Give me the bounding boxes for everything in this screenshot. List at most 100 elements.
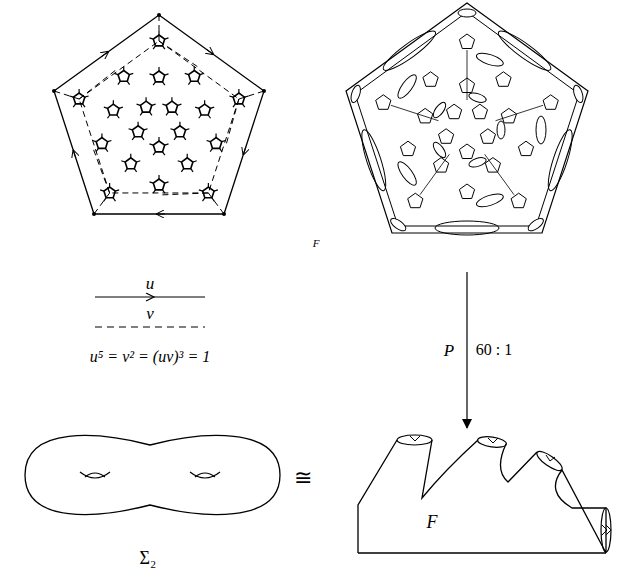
cluster-spike [199,190,203,191]
cluster-spike [212,198,214,201]
cluster [125,158,136,169]
cluster-spike [188,81,190,84]
corner-lens [526,216,545,233]
cluster-spike [208,183,209,187]
cluster-spike [145,97,146,101]
cluster-spike [165,38,169,39]
u-edge [95,296,205,297]
v-edge [226,99,239,147]
v-edge [79,99,110,193]
corner-lens [349,84,362,104]
v-edge [95,326,205,327]
cluster [233,93,244,104]
cluster-spike [153,46,155,49]
lens-band [435,221,499,235]
cluster-spike [158,137,159,141]
boundary-circle [601,508,611,552]
v-edge [159,15,160,41]
map-label: P [442,341,456,360]
v-edge [208,193,224,214]
cluster-spike [129,129,133,130]
cluster-spike [150,112,152,115]
cluster-spike [104,198,106,201]
cluster-spike [73,104,75,107]
cluster [96,138,107,149]
corner-lens [458,9,476,17]
cluster [153,179,164,190]
domain-label: F [425,512,440,532]
lens-band [468,91,488,104]
cluster-spike [153,82,155,85]
cluster-spike [181,169,183,172]
cluster-spike [214,190,218,191]
pentagon-piece [459,184,474,199]
group-relation: u⁵ = v² = (uv)³ = 1 [88,348,212,366]
cluster-spike [238,89,239,93]
cluster-spike [210,148,212,151]
pentagon-piece [496,72,511,87]
cluster-spike [83,104,85,107]
cluster-spike [158,67,159,71]
cluster-spike [132,137,134,140]
pentagon-piece [485,158,500,173]
lens-band [497,121,505,139]
handle [190,472,220,478]
cluster-spike [134,169,136,172]
cluster-spike [165,182,169,183]
cluster-spike [104,107,108,108]
v-edge [159,41,239,99]
cluster-spike [166,112,168,115]
cluster-spike [170,129,174,130]
pentagon-piece [511,193,526,208]
v-edge [79,41,159,99]
cluster [153,141,164,152]
cluster-spike [198,81,200,84]
cluster-spike [137,122,138,126]
band-edge [496,105,544,120]
band-edge [391,105,439,120]
domain-edge [358,552,606,553]
cluster-spike [142,137,144,140]
outer-pentagon [346,3,588,233]
cluster-spike [199,115,201,118]
handle [80,472,110,478]
cluster [210,138,221,149]
cluster-spike [183,137,185,140]
cluster [174,126,185,137]
boundary-circle [397,435,432,445]
fundamental-domain [358,440,606,553]
cluster-spike [149,144,153,145]
lens-band [431,140,448,159]
boundary-circle [477,435,507,449]
cluster [140,101,151,112]
cluster-spike [109,183,110,187]
pentagon-piece [400,141,415,155]
cluster-spike [115,190,119,191]
cluster [132,126,143,137]
edge-arrow [207,49,213,54]
cluster-spike [193,161,197,162]
cluster-spike [101,134,102,138]
lens-band [379,26,439,75]
pentagon-piece [480,129,495,144]
band-edge [485,154,514,194]
cluster-spike [70,96,74,97]
cluster [108,104,120,115]
cluster-spike [117,115,119,118]
cluster [118,71,129,82]
cluster-spike [178,161,182,162]
cluster-spike [130,154,131,158]
lens-band [536,116,546,144]
band-edge [467,50,468,100]
pentagon-piece [501,108,516,123]
cluster-spike [165,74,169,75]
edge-arrows [52,13,266,216]
lens-band [468,156,488,169]
v-edge [208,99,239,193]
edge-arrow [102,52,108,57]
cluster-spike [158,31,159,35]
pentagon-piece [376,95,391,110]
cluster-spike [165,144,169,145]
cluster-spike [174,137,176,140]
